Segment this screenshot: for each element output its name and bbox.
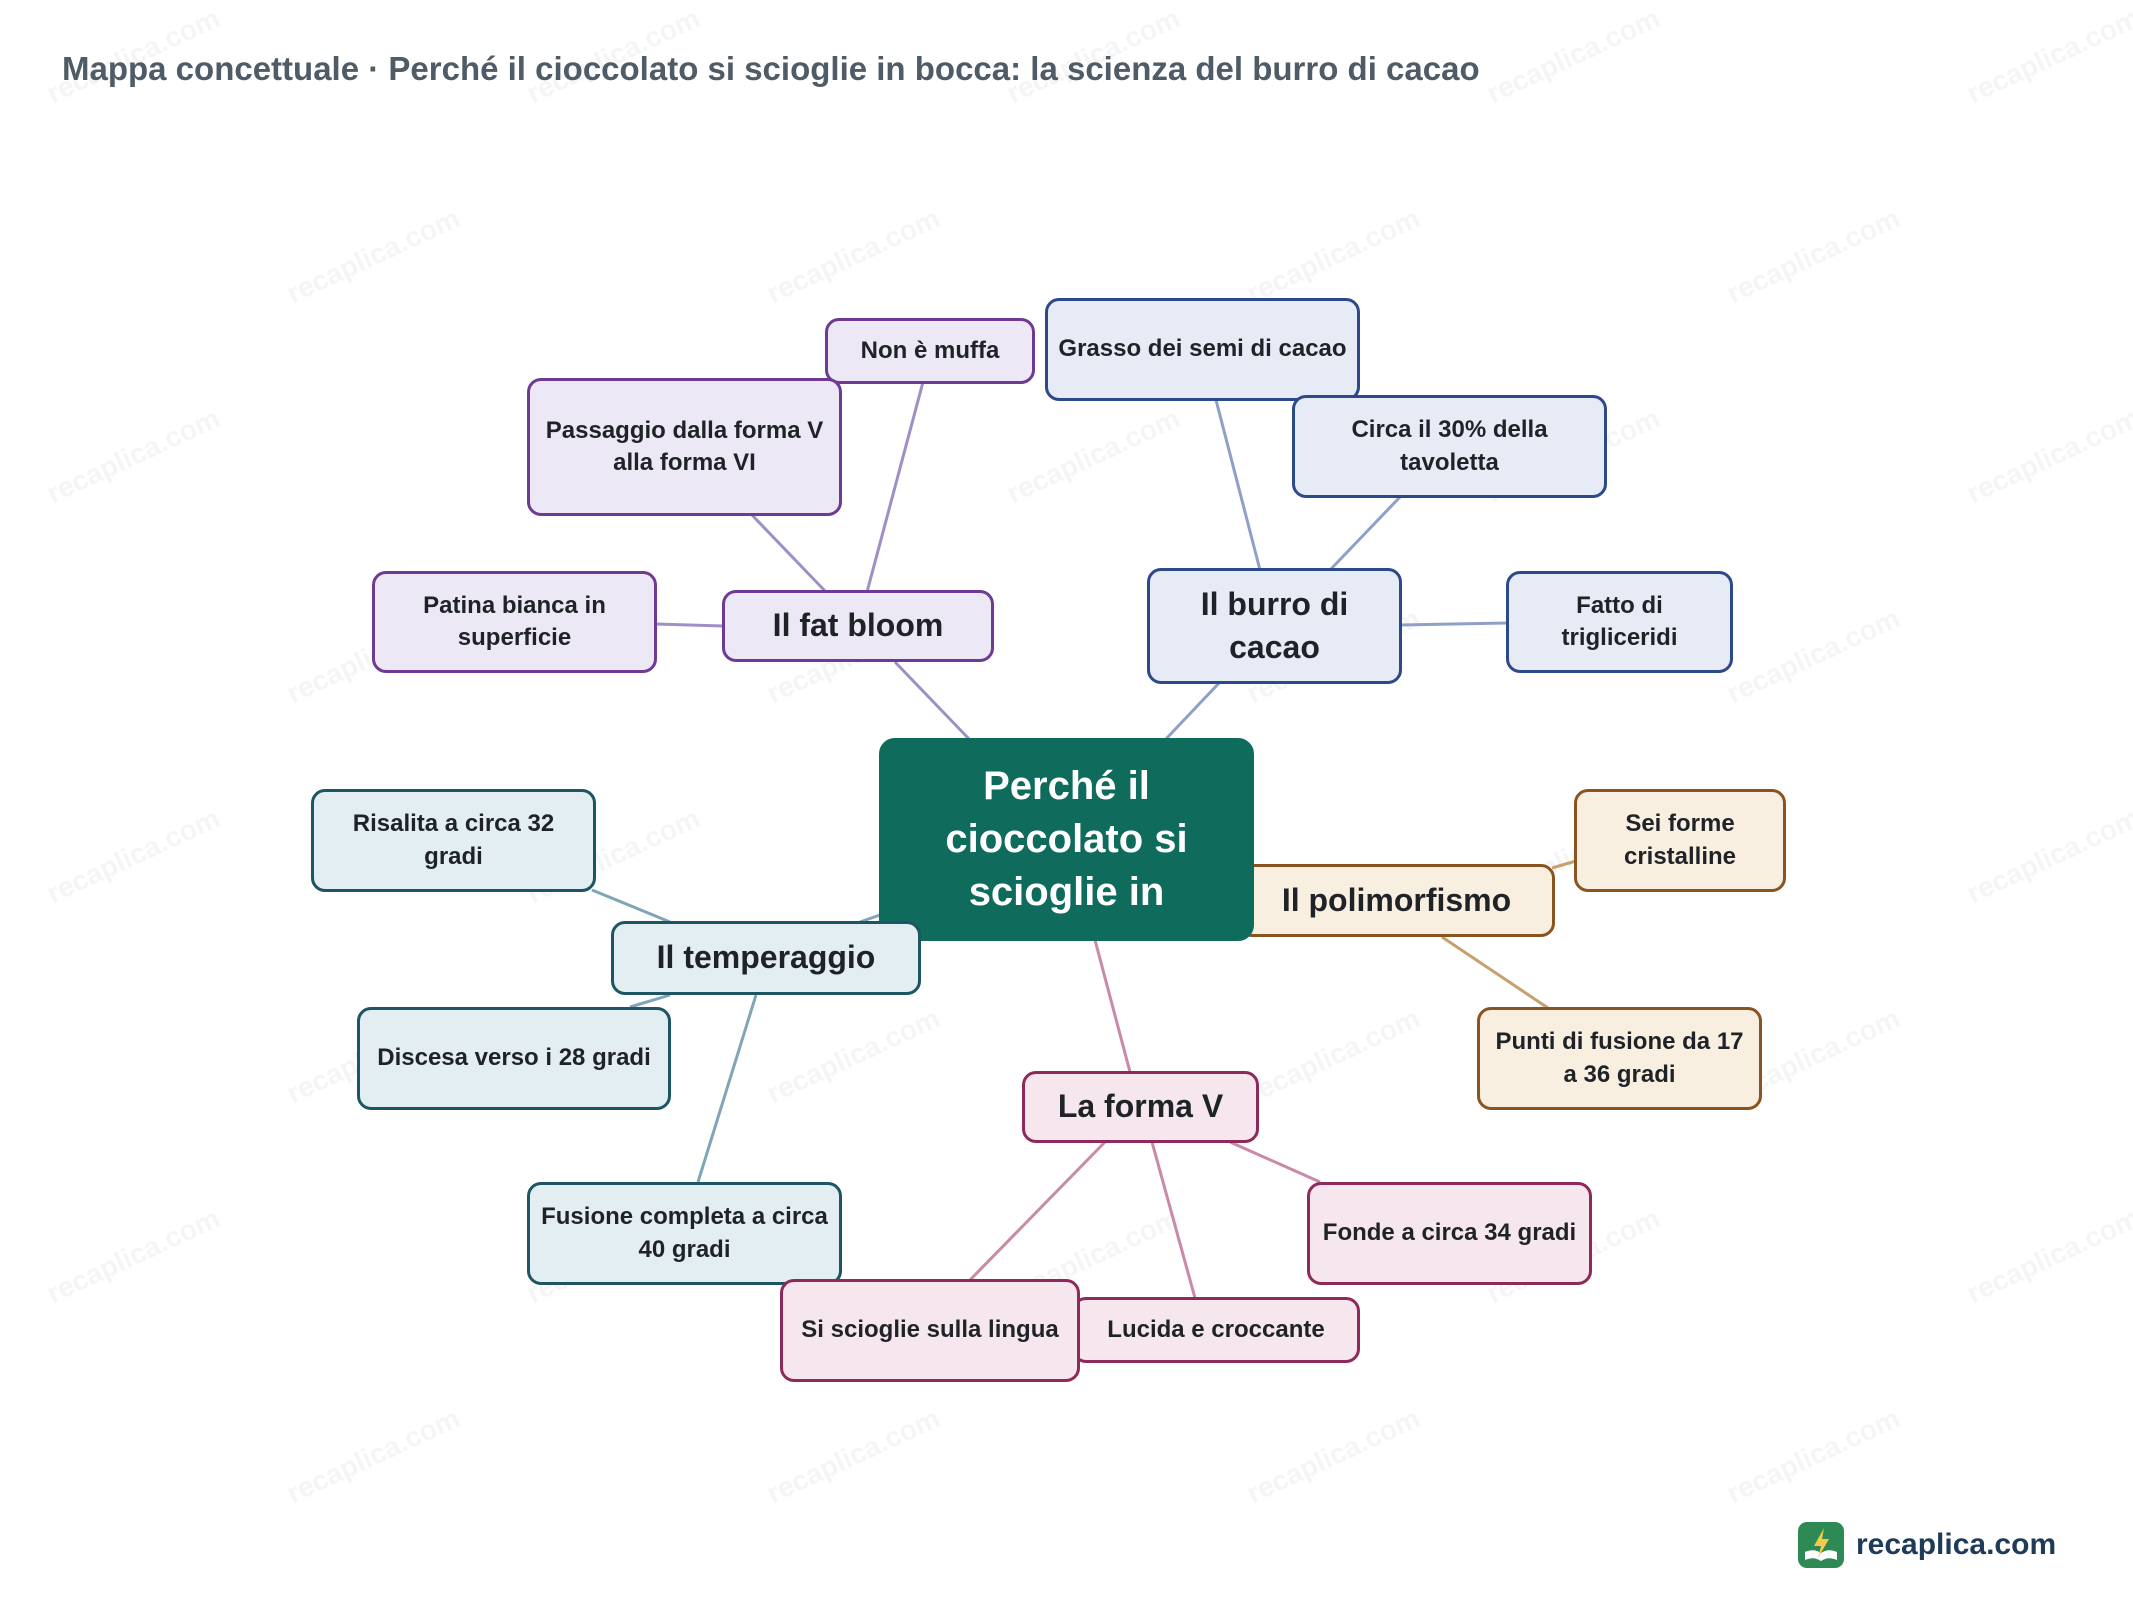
fat-bloom-leaf-passaggio: Passaggio dalla forma V alla forma VI: [527, 378, 842, 516]
edge-burro-leaf-2: [1399, 621, 1508, 627]
edge-fat-bloom-leaf-0: [865, 381, 925, 593]
edge-center-fat-bloom: [893, 660, 972, 742]
edge-burro-leaf-0: [1214, 399, 1262, 571]
polimorfismo-leaf-punti-fusione: Punti di fusione da 17 a 36 gradi: [1477, 1007, 1762, 1110]
edge-forma-v-leaf-0: [1229, 1140, 1321, 1184]
edge-center-temperaggio: [859, 913, 881, 924]
edge-burro-leaf-1: [1328, 495, 1402, 572]
edge-polimorfismo-leaf-1: [1441, 935, 1549, 1010]
temperaggio-leaf-risalita: Risalita a circa 32 gradi: [311, 789, 596, 892]
page-title: Mappa concettuale · Perché il cioccolato…: [62, 50, 1480, 87]
edge-fat-bloom-leaf-2: [655, 622, 724, 628]
edge-temperaggio-leaf-0: [591, 888, 671, 924]
forma-v-leaf-fonde: Fonde a circa 34 gradi: [1307, 1182, 1592, 1285]
central-topic: Perché il cioccolato si scioglie in: [879, 738, 1254, 941]
edge-fat-bloom-leaf-1: [750, 513, 828, 594]
branch-forma-v: La forma V: [1022, 1071, 1259, 1143]
branch-fat-bloom: Il fat bloom: [722, 590, 994, 662]
edge-forma-v-leaf-1: [1150, 1141, 1197, 1299]
burro-leaf-trigliceridi: Fatto di trigliceridi: [1506, 571, 1733, 673]
edge-center-burro: [1163, 680, 1222, 742]
branch-temperaggio: Il temperaggio: [611, 921, 921, 995]
edge-polimorfismo-leaf-0: [1551, 859, 1577, 870]
temperaggio-leaf-discesa: Discesa verso i 28 gradi: [357, 1007, 671, 1110]
lightning-book-icon: [1798, 1522, 1844, 1568]
edge-temperaggio-leaf-1: [629, 993, 671, 1009]
fat-bloom-leaf-muffa: Non è muffa: [825, 318, 1035, 384]
branch-polimorfismo: Il polimorfismo: [1238, 864, 1555, 937]
brand-logo: recaplica.com: [1798, 1522, 2056, 1568]
temperaggio-leaf-fusione: Fusione completa a circa 40 gradi: [527, 1182, 842, 1285]
forma-v-leaf-lucida: Lucida e croccante: [1072, 1297, 1360, 1363]
branch-burro-di-cacao: Il burro di cacao: [1147, 568, 1402, 684]
burro-leaf-grasso: Grasso dei semi di cacao: [1045, 298, 1360, 401]
polimorfismo-leaf-sei-forme: Sei forme cristalline: [1574, 789, 1786, 892]
edge-forma-v-leaf-2: [968, 1140, 1107, 1282]
forma-v-leaf-si-scioglie: Si scioglie sulla lingua: [780, 1279, 1080, 1382]
edge-center-forma-v: [1093, 939, 1132, 1073]
burro-leaf-percentuale: Circa il 30% della tavoletta: [1292, 395, 1607, 498]
fat-bloom-leaf-patina: Patina bianca in superficie: [372, 571, 657, 673]
edge-temperaggio-leaf-2: [696, 994, 758, 1183]
brand-name: recaplica.com: [1856, 1528, 2057, 1561]
